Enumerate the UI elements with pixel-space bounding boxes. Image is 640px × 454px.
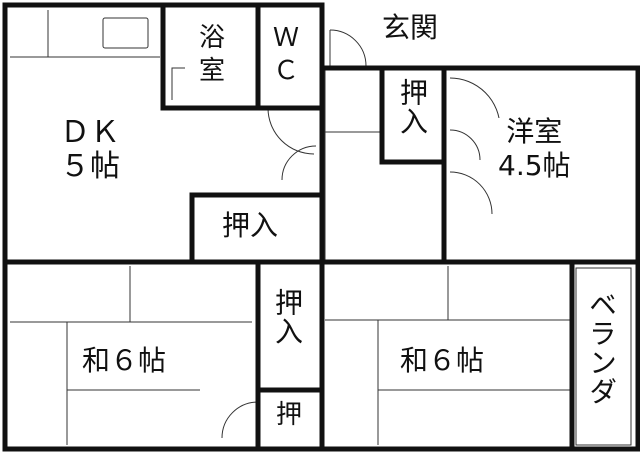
room-label-western: 洋室 4.5帖	[498, 118, 571, 180]
room-label-japanese-right: 和６帖	[398, 344, 487, 377]
western-name: 洋室	[506, 115, 563, 148]
bath-name: 浴室	[198, 23, 225, 86]
room-label-entrance: 玄関	[382, 11, 439, 44]
room-label-dk: ＤＫ ５帖	[60, 118, 120, 182]
room-label-closet-center: 押入	[271, 288, 304, 346]
room-label-bath: 浴室	[190, 22, 234, 87]
dk-size: ５帖	[60, 149, 120, 184]
dk-name: ＤＫ	[60, 115, 120, 150]
wc-name: ＷＣ	[272, 23, 299, 86]
room-label-veranda: ベランダ	[585, 290, 618, 406]
room-label-japanese-left: 和６帖	[80, 344, 169, 377]
room-label-wc: ＷＣ	[268, 22, 304, 87]
thin-lines	[10, 10, 632, 446]
room-label-closet-upper: 押入	[396, 78, 429, 136]
room-label-closet-mid: 押入	[222, 209, 279, 242]
room-label-closet-small: 押	[276, 400, 303, 430]
western-size: 4.5帖	[498, 149, 571, 182]
